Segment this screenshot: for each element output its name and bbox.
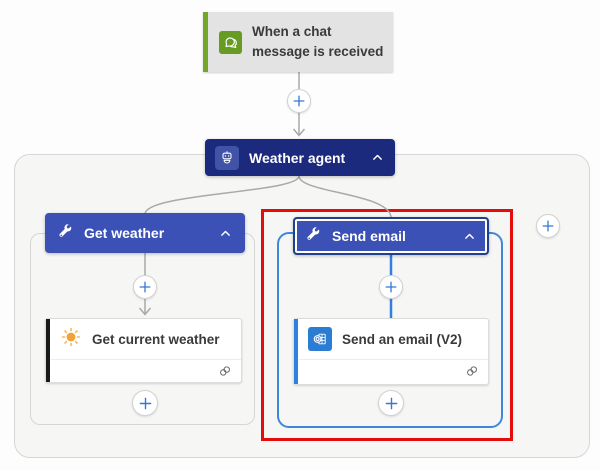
connection-icon [218,364,232,383]
outlook-icon [308,327,332,351]
add-action-button-send-email-branch[interactable] [378,390,404,416]
tool-node-send-email[interactable]: Send email [293,217,489,255]
plus-icon [385,397,397,409]
agent-label: Weather agent [249,149,346,166]
trigger-node-chat-message[interactable]: When a chat message is received [203,12,393,72]
divider [299,359,488,360]
plus-icon [293,95,305,107]
insert-action-button-top[interactable] [287,89,311,113]
action-label: Send an email (V2) [342,331,463,347]
sun-icon [60,326,82,353]
action-accent-bar [46,319,50,382]
chevron-up-icon[interactable] [369,150,385,166]
wrench-icon [57,223,74,243]
trigger-accent-bar [203,12,208,72]
tool-label: Send email [332,228,406,244]
arrowhead-icon [292,128,306,137]
chat-icon [219,30,242,54]
chevron-up-icon[interactable] [217,225,233,241]
agent-node-weather-agent[interactable]: Weather agent [205,139,395,176]
plus-icon [385,281,397,293]
plus-icon [139,281,151,293]
wrench-icon [305,226,322,246]
bot-icon [215,145,239,170]
action-node-send-an-email-v2[interactable]: Send an email (V2) [293,318,489,385]
add-action-button-get-weather-branch[interactable] [132,390,158,416]
action-accent-bar [294,319,298,384]
trigger-label: When a chat message is received [252,24,384,59]
action-node-get-current-weather[interactable]: Get current weather [45,318,242,383]
tool-label: Get weather [84,225,165,241]
insert-action-button-get-weather[interactable] [133,275,157,299]
divider [51,359,241,360]
plus-icon [542,220,554,232]
tool-node-get-weather[interactable]: Get weather [45,213,245,253]
insert-action-button-send-email[interactable] [379,275,403,299]
connection-icon [465,364,479,383]
action-label: Get current weather [92,331,220,347]
chevron-up-icon[interactable] [461,228,477,244]
plus-icon [139,397,151,409]
add-tool-button[interactable] [536,214,560,238]
